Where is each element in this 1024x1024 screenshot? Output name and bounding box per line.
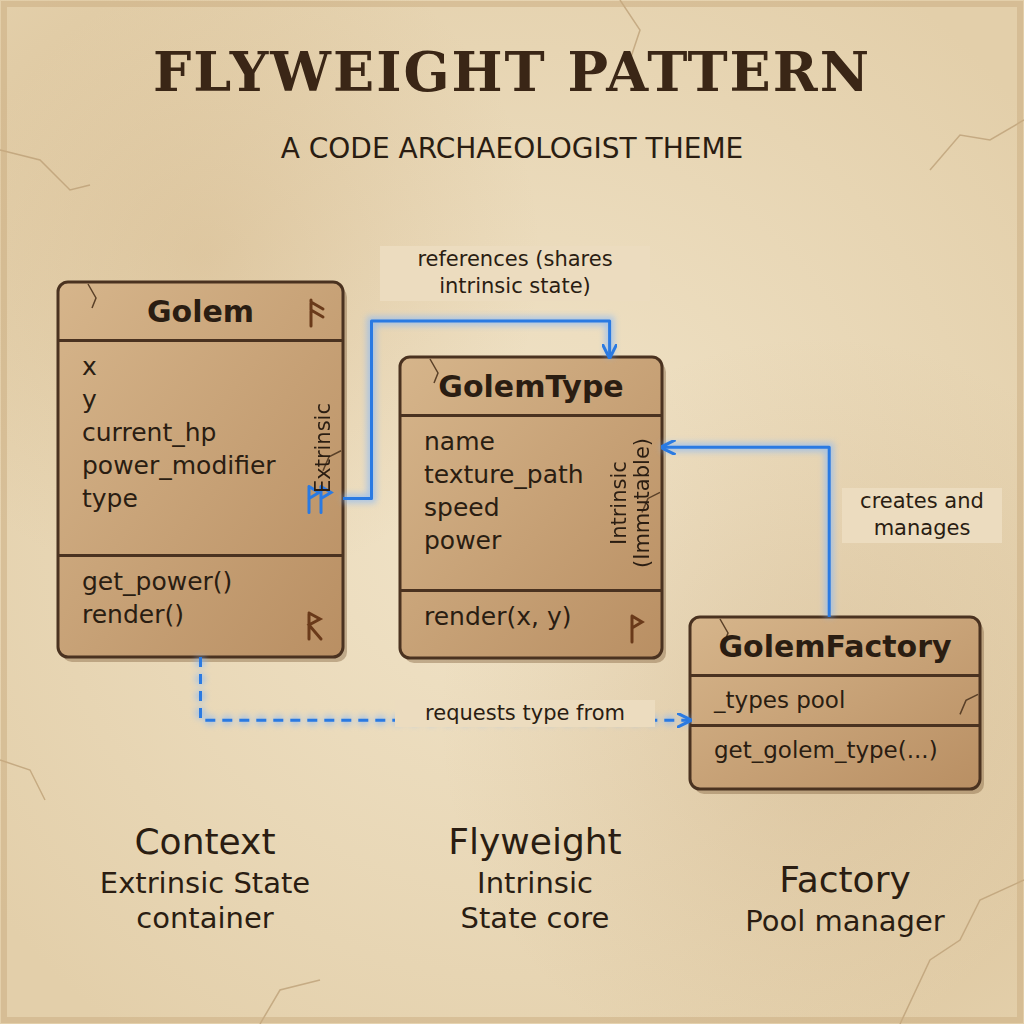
method: render(x, y) xyxy=(424,600,652,633)
rune-glyph xyxy=(311,300,323,326)
role-description: Extrinsic State container xyxy=(60,866,350,936)
method: get_golem_type(...) xyxy=(714,735,970,765)
connector-glow xyxy=(343,321,610,499)
attribute-section: _types pool xyxy=(690,677,980,727)
method-section: render(x, y) xyxy=(400,592,662,658)
attribute: power_modifier xyxy=(82,449,312,482)
attribute: type xyxy=(82,482,312,515)
connector-glow xyxy=(662,447,829,617)
attribute-section: nametexture_pathspeedpowerIntrinsic (Imm… xyxy=(400,417,662,592)
stone-slab xyxy=(690,617,980,789)
attribute-list: _types pool xyxy=(714,685,972,716)
class-header: Golem xyxy=(58,282,343,342)
factory-class-box: GolemFactory _types pool get_golem_type(..… xyxy=(690,617,980,789)
class-header: GolemType xyxy=(400,357,662,417)
attribute: current_hp xyxy=(82,416,312,449)
class-name: Golem xyxy=(72,294,329,329)
attribute: x xyxy=(82,350,312,383)
attribute: power xyxy=(424,524,608,557)
class-header: GolemFactory xyxy=(690,617,980,677)
attribute-list: nametexture_pathspeedpower xyxy=(424,425,608,581)
role-heading: Flyweight xyxy=(390,820,680,863)
connector-label: creates and manages xyxy=(842,488,1002,543)
connector-arrow xyxy=(343,321,610,499)
method: get_power() xyxy=(82,565,333,598)
role-heading: Factory xyxy=(700,858,990,901)
class-name: GolemFactory xyxy=(704,629,966,664)
role-heading: Context xyxy=(60,820,350,863)
diagram-title: FLYWEIGHT PATTERN xyxy=(0,40,1024,104)
role-description: Intrinsic State core xyxy=(390,866,680,936)
attribute: y xyxy=(82,383,312,416)
attribute-list: xycurrent_hppower_modifiertype xyxy=(82,350,312,546)
attribute: speed xyxy=(424,491,608,524)
stone-slab xyxy=(400,357,662,658)
rune-glyph xyxy=(632,616,642,642)
class-name: GolemType xyxy=(414,369,648,404)
connector-line xyxy=(343,321,610,499)
method: render() xyxy=(82,598,333,631)
state-kind-label: Extrinsic xyxy=(312,403,335,493)
connector-arrow xyxy=(662,447,829,617)
flyweight-class-box: GolemType nametexture_pathspeedpowerIntri… xyxy=(400,357,662,658)
attribute: _types pool xyxy=(714,685,972,715)
connector-label: requests type from xyxy=(395,700,655,727)
connector-line xyxy=(662,447,829,617)
rune-glyph xyxy=(309,613,321,639)
context-class-box: Golem xycurrent_hppower_modifiertypeExtri… xyxy=(58,282,343,657)
stone-slab xyxy=(58,282,343,657)
method-section: get_golem_type(...) xyxy=(690,727,980,789)
role-description: Pool manager xyxy=(700,904,990,939)
method-section: get_power()render() xyxy=(58,557,343,657)
state-kind-label: Intrinsic (Immutable) xyxy=(608,428,654,578)
attribute: texture_path xyxy=(424,458,608,491)
attribute: name xyxy=(424,425,608,458)
connector-label: references (shares intrinsic state) xyxy=(380,246,650,301)
attribute-section: xycurrent_hppower_modifiertypeExtrinsic xyxy=(58,342,343,557)
subtitle: A CODE ARCHAEOLOGIST THEME xyxy=(212,132,812,166)
